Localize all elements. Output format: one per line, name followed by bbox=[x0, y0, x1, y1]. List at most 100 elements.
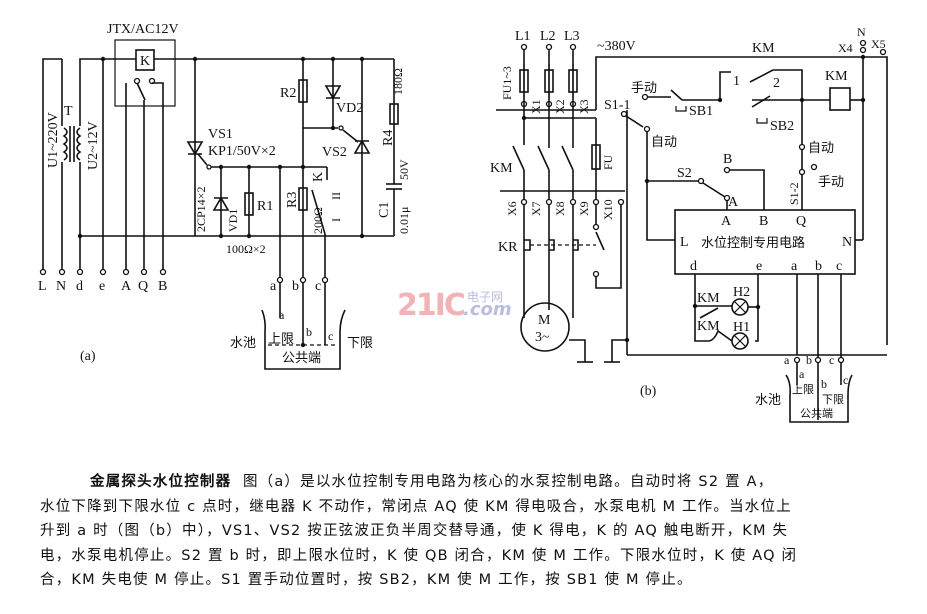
junction bbox=[277, 164, 283, 170]
vs2-thyristor bbox=[353, 139, 371, 154]
junction bbox=[359, 56, 365, 62]
figure-a-caption: (a) bbox=[80, 349, 96, 364]
wire bbox=[719, 71, 731, 100]
junction bbox=[330, 56, 336, 62]
s2-switch-arm bbox=[702, 182, 726, 198]
terminal bbox=[159, 268, 167, 276]
probe-tip-label: c bbox=[328, 329, 333, 343]
kr-element bbox=[524, 239, 531, 251]
probe-tip-label: c bbox=[843, 373, 848, 387]
terminal-label: B bbox=[158, 279, 167, 294]
s1-2-label: S1-2 bbox=[787, 182, 801, 205]
s1-1-manual-label: 手动 bbox=[631, 81, 657, 96]
x5-label: X5 bbox=[871, 37, 886, 51]
common-terminal-label: 公共端 bbox=[282, 351, 321, 366]
s2-pos-b: B bbox=[723, 152, 732, 167]
transformer-secondary bbox=[76, 127, 82, 161]
junction bbox=[218, 233, 224, 239]
terminal-label: X10 bbox=[601, 199, 615, 220]
c1-value: 0.01μ bbox=[397, 207, 411, 234]
motor-label: M bbox=[538, 313, 551, 328]
switch-terminal bbox=[697, 177, 705, 185]
r4-resistor bbox=[389, 103, 399, 125]
vd1-label: VD1 bbox=[226, 209, 240, 232]
description-line: 水位下降到下限水位 c 点时，继电器 K 不动作，常闭点 AQ 使 KM 得电吸… bbox=[40, 498, 792, 515]
probe-label: b bbox=[292, 279, 299, 294]
transformer-primary bbox=[62, 127, 68, 161]
ic-pin-l: L bbox=[680, 235, 689, 250]
junction bbox=[300, 342, 306, 348]
probe-terminal bbox=[814, 356, 822, 364]
sb1-actuator bbox=[675, 106, 687, 112]
motor bbox=[520, 302, 570, 352]
terminal bbox=[39, 268, 47, 276]
wire bbox=[694, 274, 708, 342]
terminal bbox=[617, 198, 625, 206]
km-main-label: KM bbox=[490, 161, 513, 176]
r2-resistor bbox=[298, 79, 308, 103]
gate-terminal bbox=[206, 164, 212, 170]
km-coil-label: KM bbox=[825, 69, 848, 84]
vs1-spec: KP1/50V×2 bbox=[208, 144, 276, 159]
terminal bbox=[592, 198, 600, 206]
ic-pin-q: Q bbox=[796, 214, 806, 229]
probe-terminal bbox=[299, 276, 307, 284]
terminal-label: d bbox=[76, 279, 83, 294]
primary-voltage: U1~220V bbox=[46, 112, 61, 168]
phase-terminal bbox=[545, 43, 553, 51]
wire bbox=[729, 169, 765, 210]
terminal-strip-a: L N d e A Q B bbox=[38, 268, 167, 294]
common-terminal-label: 公共端 bbox=[800, 407, 833, 420]
transformer-label: T bbox=[64, 104, 73, 119]
kr-nc-contact bbox=[595, 231, 605, 251]
k-switch-arm bbox=[311, 189, 326, 235]
wire bbox=[569, 339, 586, 362]
kr-label: KR bbox=[498, 240, 518, 255]
s1-1-label: S1-1 bbox=[604, 98, 630, 113]
junction bbox=[218, 164, 224, 170]
wire bbox=[646, 132, 675, 241]
sb1-button bbox=[670, 89, 683, 101]
phase-terminal bbox=[520, 43, 528, 51]
terminal-label: Q bbox=[138, 279, 148, 294]
k-switch-pos-1: I bbox=[329, 218, 343, 222]
wire bbox=[595, 205, 622, 289]
k-switch-label: K bbox=[311, 172, 326, 182]
description-line: 合，KM 失电使 M 停止。S1 置手动位置时，按 SB2，KM 使 M 工作，… bbox=[40, 572, 693, 588]
wire bbox=[197, 153, 208, 166]
lamp-cross bbox=[733, 300, 747, 314]
probe-label: c bbox=[315, 279, 321, 294]
description-line: 金属探头水位控制器 图（a）是以水位控制专用电路为核心的水泵控制电路。自动时将 … bbox=[40, 470, 920, 495]
junction bbox=[192, 56, 198, 62]
vd2-label: VD2 bbox=[336, 101, 363, 116]
junction bbox=[860, 54, 866, 60]
relay-contact-arm bbox=[136, 82, 146, 101]
relay-coil bbox=[135, 49, 155, 71]
watermark-com: .com bbox=[463, 299, 512, 320]
terminal bbox=[99, 268, 107, 276]
description-line: 升到 a 时（图（b）中），VS1、VS2 按正弦波正负半周交替导通，使 K 得… bbox=[40, 523, 789, 539]
terminal-label: e bbox=[99, 279, 105, 294]
ic-pin-b: B bbox=[759, 214, 768, 229]
water-level-ic bbox=[674, 209, 856, 275]
junction bbox=[644, 178, 650, 184]
x4-label: X4 bbox=[838, 41, 853, 55]
description-line: 电，水泵电机停止。S2 置 b 时，即上限水位时，K 使 QB 闭合，KM 使 … bbox=[40, 547, 798, 564]
relay-coil-label: K bbox=[140, 54, 150, 69]
terminal bbox=[140, 268, 148, 276]
terminal-label: X2 bbox=[553, 99, 567, 114]
probe-label: a bbox=[270, 279, 277, 294]
pool-label: 水池 bbox=[230, 336, 256, 351]
relay-enclosure bbox=[114, 39, 176, 107]
ic-pin-n: N bbox=[842, 235, 852, 250]
s2-label: S2 bbox=[677, 166, 692, 181]
figure-b-caption: (b) bbox=[640, 384, 657, 399]
probe-tip-label: a bbox=[279, 308, 285, 322]
wire bbox=[755, 274, 759, 342]
probe-terminal bbox=[276, 276, 284, 284]
wire bbox=[342, 129, 359, 143]
kr-contact-terminal bbox=[592, 223, 600, 231]
r1-resistor bbox=[244, 192, 254, 216]
gate-terminal bbox=[338, 125, 344, 131]
description-title: 金属探头水位控制器 bbox=[90, 474, 232, 490]
